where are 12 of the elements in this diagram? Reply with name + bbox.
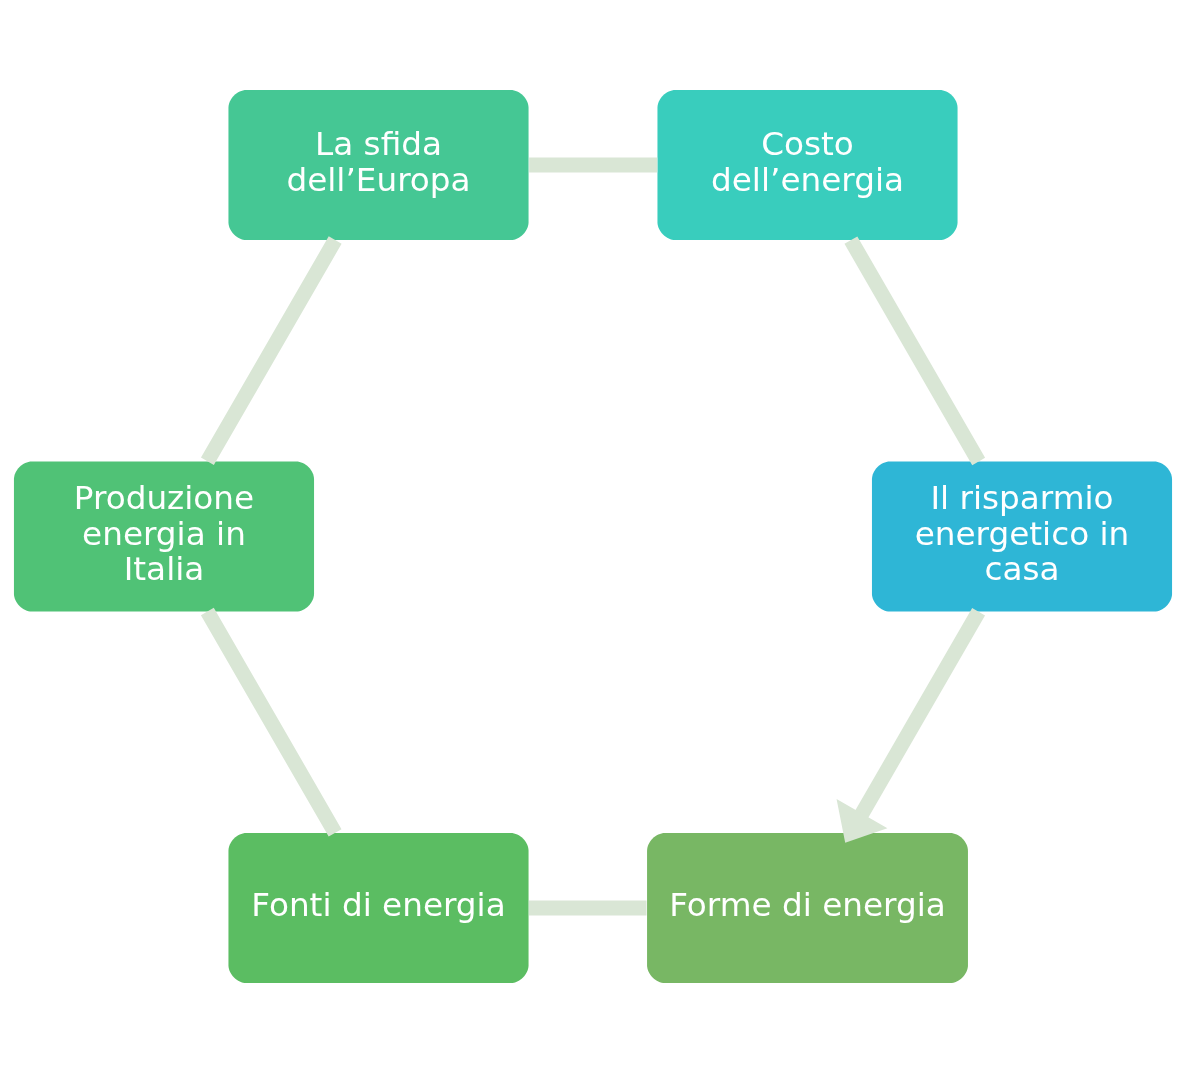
connector [529,900,647,916]
arrow [836,608,986,843]
node-box: Il risparmio energetico in casa [871,461,1173,612]
node-box: Fonti di energia [228,833,529,984]
node-box: Costo dell’energia [657,89,958,240]
node-box: La sfida dell’Europa [228,89,529,240]
connector [844,236,986,466]
connector [200,607,342,837]
node-box: Produzione energia in Italia [13,461,315,612]
node-box: Forme di energia [647,833,968,984]
connector [200,236,342,466]
connector [529,157,658,173]
